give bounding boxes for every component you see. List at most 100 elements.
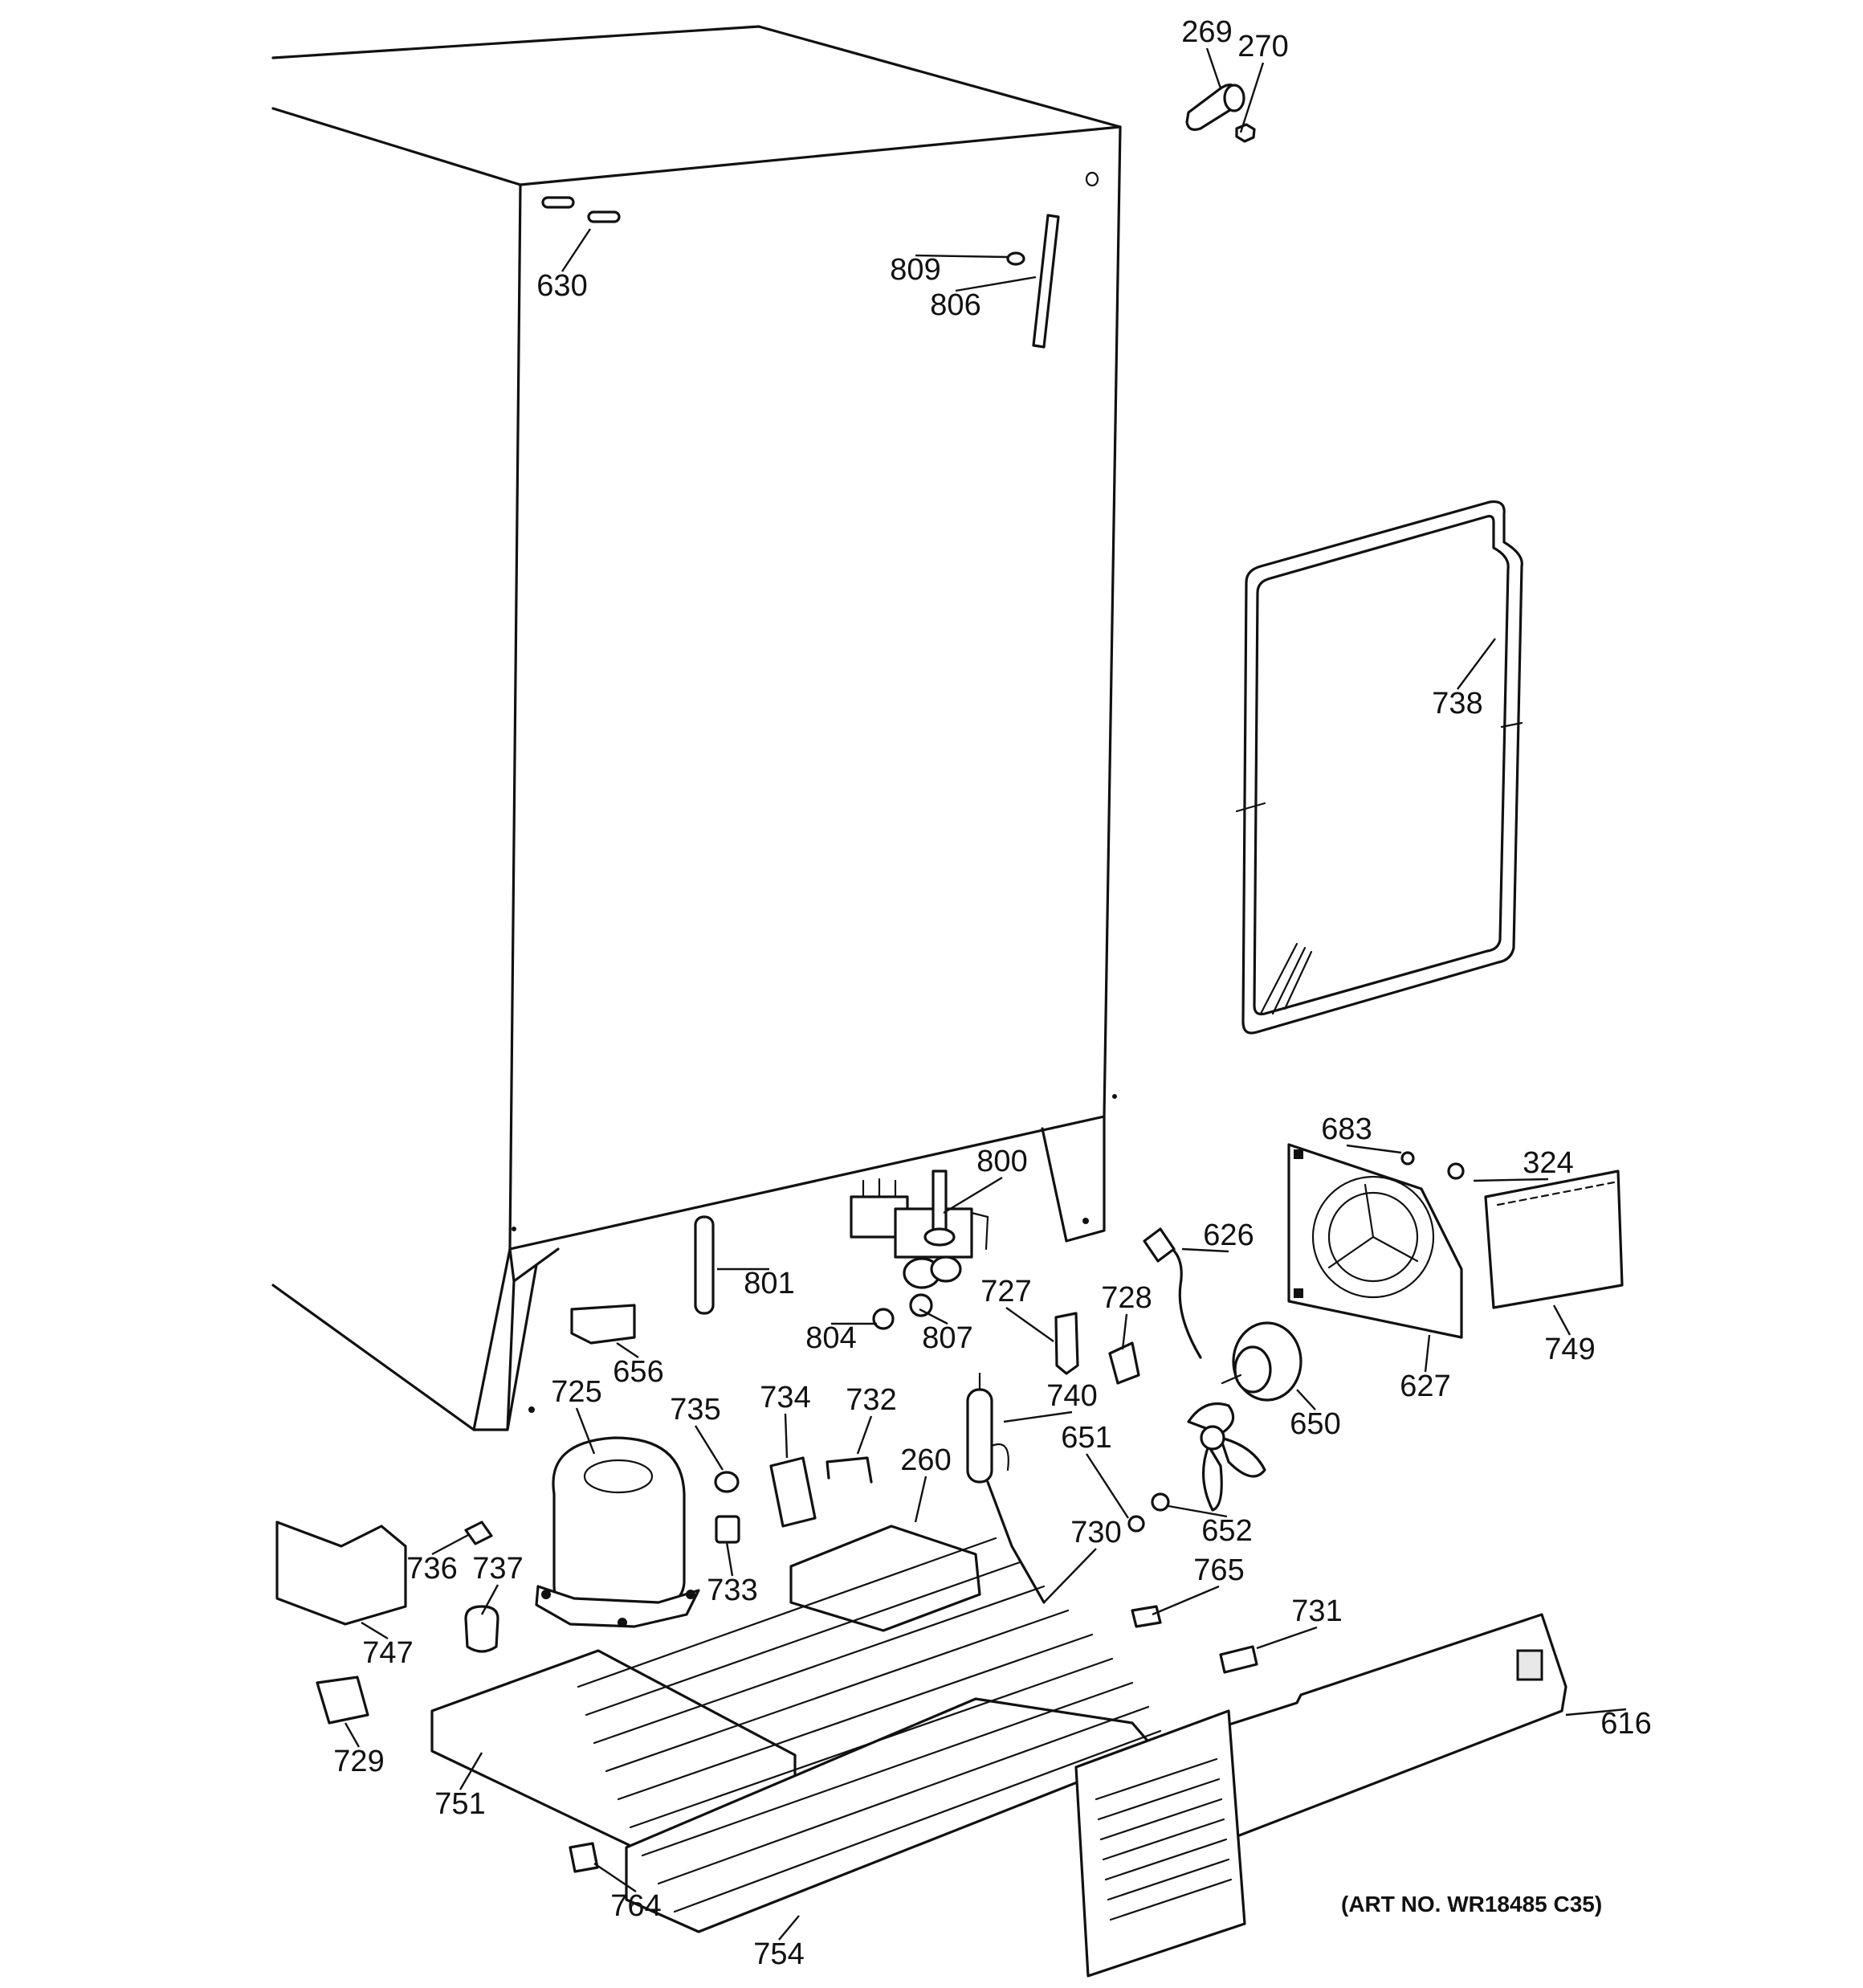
leader-656 — [616, 1342, 639, 1358]
part-730-tube — [986, 1480, 1046, 1604]
leader-650 — [1296, 1389, 1316, 1410]
label-747: 747 — [362, 1636, 413, 1670]
leader-627 — [1424, 1334, 1431, 1373]
label-731: 731 — [1291, 1594, 1342, 1628]
label-728: 728 — [1101, 1281, 1152, 1315]
label-807: 807 — [922, 1321, 972, 1355]
label-630: 630 — [536, 269, 587, 303]
leader-683 — [1346, 1144, 1402, 1154]
label-656: 656 — [613, 1355, 663, 1389]
leader-809 — [915, 254, 1009, 259]
leader-749 — [1552, 1304, 1572, 1336]
label-730: 730 — [1070, 1516, 1121, 1549]
label-740: 740 — [1046, 1379, 1097, 1413]
part-737-grommet — [464, 1605, 499, 1653]
part-729-capacitor — [316, 1676, 369, 1725]
part-651-nut — [1127, 1515, 1145, 1533]
part-269-270-hardware — [1185, 84, 1256, 143]
part-651-fan-blade — [1187, 1402, 1266, 1512]
label-651: 651 — [1061, 1421, 1111, 1455]
part-736-clip — [464, 1521, 493, 1545]
label-leaders — [344, 47, 1627, 1941]
part-656-bracket — [570, 1304, 636, 1345]
leader-730 — [1043, 1548, 1097, 1603]
leader-652 — [1168, 1504, 1228, 1518]
part-731-clip — [1219, 1645, 1258, 1674]
leader-324 — [1473, 1178, 1549, 1182]
leader-260 — [914, 1476, 927, 1523]
part-627-fan-shroud — [1287, 1143, 1463, 1339]
label-765: 765 — [1193, 1553, 1244, 1587]
label-735: 735 — [670, 1393, 720, 1427]
leader-807 — [919, 1308, 948, 1325]
part-735-grommet — [714, 1471, 740, 1493]
part-683-screw — [1400, 1151, 1415, 1165]
label-260: 260 — [900, 1443, 951, 1477]
part-650-fan-motor — [1221, 1321, 1302, 1402]
leader-737 — [480, 1584, 499, 1615]
leader-626 — [1181, 1247, 1229, 1253]
label-737: 737 — [472, 1552, 523, 1586]
label-652: 652 — [1201, 1514, 1252, 1548]
part-324-screw — [1447, 1162, 1465, 1180]
part-626-power-cord — [1155, 1235, 1202, 1359]
leader-736 — [431, 1533, 471, 1556]
leader-800 — [943, 1176, 1003, 1214]
label-801: 801 — [744, 1267, 794, 1300]
leader-732 — [856, 1415, 873, 1455]
label-800: 800 — [976, 1145, 1027, 1178]
leader-806 — [955, 276, 1037, 292]
part-751-base-pan — [430, 1649, 1158, 1933]
leader-738 — [1457, 638, 1496, 690]
part-754-condenser-coil — [577, 1537, 1162, 1913]
art-number: (ART NO. WR18485 C35) — [1341, 1892, 1602, 1917]
leader-725 — [575, 1407, 596, 1455]
label-806: 806 — [930, 288, 980, 322]
part-804-nut — [872, 1308, 895, 1330]
label-754: 754 — [753, 1937, 804, 1971]
label-804: 804 — [805, 1321, 856, 1355]
label-738: 738 — [1432, 687, 1482, 720]
leader-727 — [1005, 1307, 1054, 1342]
refrigerator-cabinet — [271, 25, 1122, 1431]
label-616: 616 — [1600, 1707, 1651, 1741]
part-734-relay-cover — [769, 1456, 817, 1528]
leader-747 — [361, 1621, 389, 1640]
leader-729 — [344, 1722, 361, 1748]
label-751: 751 — [434, 1787, 485, 1821]
leader-731 — [1256, 1626, 1318, 1650]
leader-269 — [1205, 47, 1222, 89]
label-727: 727 — [980, 1275, 1031, 1308]
leader-733 — [725, 1541, 734, 1577]
label-732: 732 — [846, 1383, 896, 1417]
leader-728 — [1121, 1313, 1128, 1350]
part-728-clip — [1108, 1341, 1140, 1385]
leader-751 — [459, 1752, 483, 1790]
part-732-clip — [826, 1456, 873, 1484]
part-733-relay — [715, 1515, 740, 1544]
label-734: 734 — [760, 1381, 810, 1414]
label-683: 683 — [1321, 1112, 1372, 1146]
label-736: 736 — [406, 1552, 457, 1586]
label-809: 809 — [890, 253, 940, 287]
label-725: 725 — [551, 1375, 601, 1409]
part-749-cover-plate — [1484, 1170, 1624, 1309]
label-729: 729 — [333, 1745, 384, 1778]
label-733: 733 — [707, 1574, 757, 1607]
leader-630 — [561, 228, 592, 272]
label-270: 270 — [1237, 30, 1288, 63]
part-807-nut — [909, 1293, 933, 1317]
leader-735 — [694, 1425, 724, 1471]
label-269: 269 — [1181, 15, 1232, 49]
leader-616 — [1565, 1708, 1627, 1717]
part-764-clip — [569, 1842, 599, 1873]
label-650: 650 — [1290, 1407, 1340, 1441]
leader-754 — [778, 1915, 800, 1941]
part-747-cover — [275, 1521, 407, 1626]
part-616-grille — [1074, 1613, 1567, 1978]
leader-765 — [1152, 1585, 1220, 1616]
leader-651 — [1085, 1453, 1130, 1519]
part-725-compressor — [535, 1436, 700, 1628]
leader-740 — [1003, 1410, 1073, 1423]
label-324: 324 — [1523, 1146, 1573, 1180]
